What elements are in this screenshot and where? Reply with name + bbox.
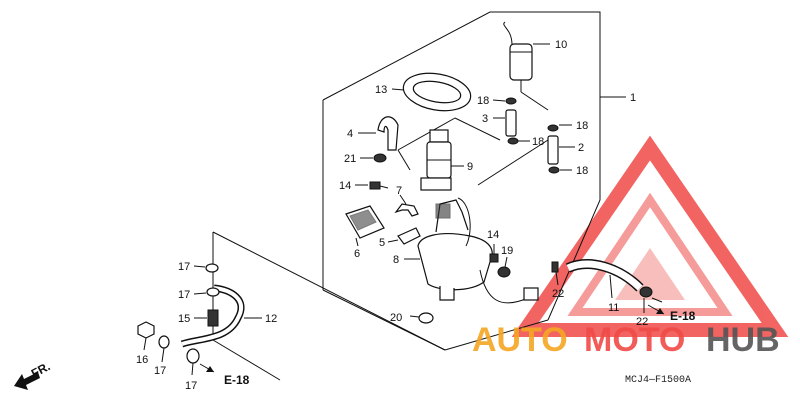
callout-17d: 17: [185, 380, 197, 392]
callout-2: 2: [578, 142, 584, 154]
watermark-text: AUTO MOTO HUB: [472, 321, 780, 359]
fuel-filter-part: [503, 21, 550, 92]
guide-lines: [397, 91, 549, 186]
callout-17a: 17: [178, 261, 190, 273]
callout-21: 21: [344, 153, 356, 165]
hose-2-part: [547, 124, 575, 174]
callout-14a: 14: [339, 180, 351, 192]
pump-housing-part: [404, 197, 539, 304]
clip-22-upper-part: [551, 261, 559, 286]
washer-20-part: [409, 312, 434, 324]
callout-1: 1: [630, 92, 636, 104]
bracket-7-part: [394, 194, 419, 217]
callout-22a: 22: [552, 288, 564, 300]
callout-18d: 18: [576, 165, 588, 177]
clip-22-lower-part: [639, 286, 663, 313]
callout-20: 20: [390, 312, 402, 324]
watermark-part3: HUB: [706, 321, 780, 359]
fuel-line-12-part: [180, 284, 262, 348]
grommet-19-part: [497, 256, 511, 278]
bolt-15-part: [194, 309, 219, 327]
washer-17d-part: [186, 348, 200, 376]
callout-22b: 22: [636, 316, 648, 328]
watermark-part2: MOTO: [584, 321, 685, 359]
callout-19: 19: [501, 245, 513, 257]
clamp-5-part: [387, 227, 421, 245]
elbow-hose-part: [358, 116, 399, 151]
hose-group-outline: [212, 231, 446, 381]
fuel-pump-part: [420, 129, 464, 191]
callout-3: 3: [482, 113, 488, 125]
fuel-hose-11-part: [565, 259, 644, 299]
callout-6: 6: [354, 248, 360, 260]
callout-17c: 17: [154, 365, 166, 377]
callout-18b: 18: [532, 136, 544, 148]
watermark-part1: AUTO: [472, 321, 568, 359]
callout-5: 5: [379, 237, 385, 249]
callout-8: 8: [393, 254, 399, 266]
gasket-part: [391, 72, 472, 112]
front-arrow-icon: [14, 372, 40, 390]
assembly-outline: [322, 11, 626, 351]
callout-13: 13: [375, 84, 387, 96]
nut-16-part: [137, 321, 155, 351]
callout-10: 10: [555, 39, 567, 51]
washer-17b-part: [193, 287, 220, 297]
clip-21-part: [360, 153, 387, 163]
callout-11: 11: [608, 302, 619, 314]
pad-6-part: [345, 205, 385, 247]
callout-4: 4: [347, 128, 353, 140]
watermark-logo-icon: [511, 135, 789, 337]
bolt-14-lower-part: [489, 244, 499, 263]
e18-reference-right: E-18: [670, 309, 696, 323]
diagram-code: MCJ4—F1500A: [625, 375, 691, 386]
callout-15: 15: [178, 313, 190, 325]
callout-17b: 17: [178, 289, 190, 301]
washer-17a-part: [193, 263, 219, 273]
e18-arrow-left-icon: [199, 363, 215, 373]
callout-9: 9: [467, 161, 473, 173]
callout-18c: 18: [576, 120, 588, 132]
callout-16: 16: [136, 354, 148, 366]
callout-14b: 14: [487, 229, 499, 241]
bolt-14-part: [355, 181, 389, 190]
hose-3-part: [492, 97, 530, 145]
callout-7: 7: [396, 185, 402, 197]
e18-reference-left: E-18: [224, 373, 250, 387]
e18-arrow-right-icon: [647, 304, 665, 315]
washer-17c-part: [158, 335, 170, 363]
callout-12: 12: [265, 313, 277, 325]
callout-18a: 18: [477, 95, 489, 107]
